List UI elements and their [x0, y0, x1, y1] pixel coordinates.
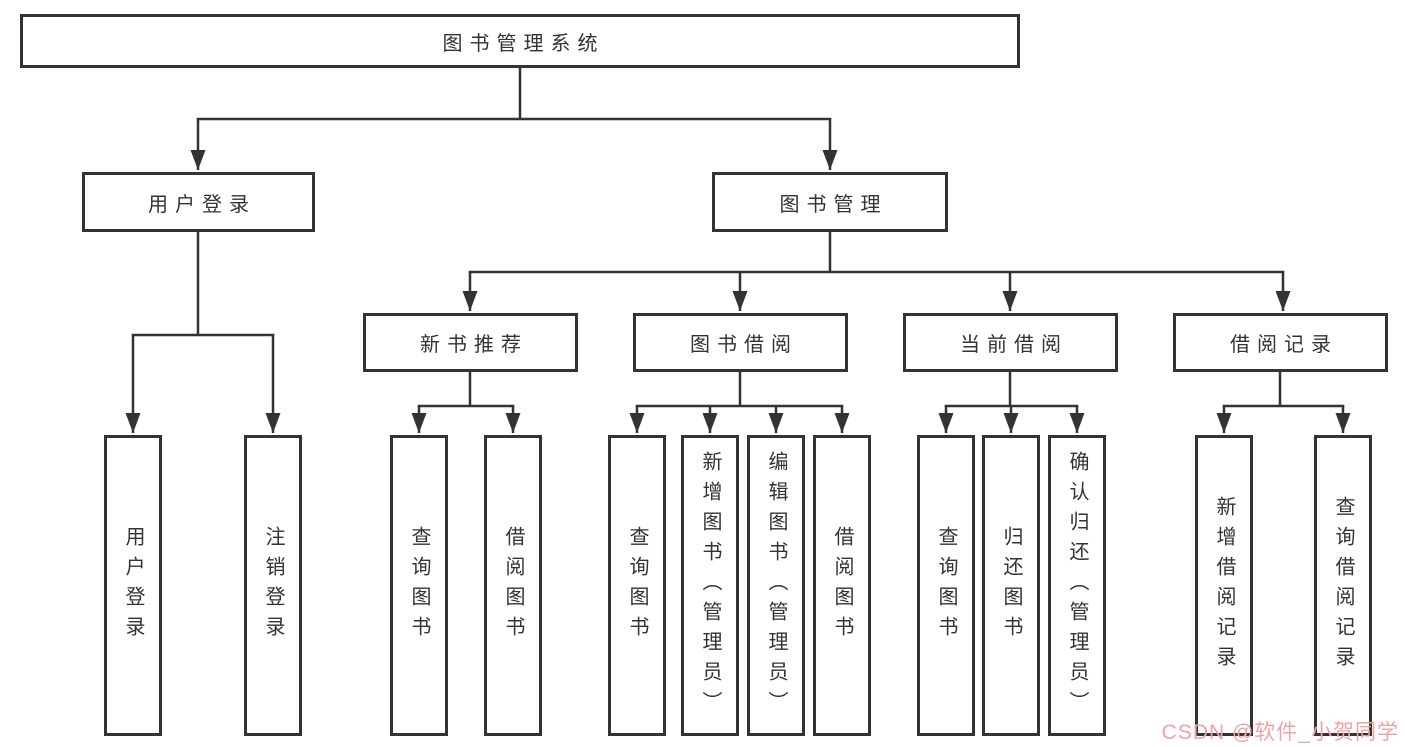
leaf-confirm-return-admin: 确认归还（管理员） [1048, 435, 1106, 736]
node-book-management-label: 图书管理 [779, 193, 888, 216]
leaf-query-borrow-record: 查询借阅记录 [1314, 435, 1372, 736]
leaf-borrow-books-recommend: 借阅图书 [484, 435, 542, 736]
node-book-management: 图书管理 [712, 172, 948, 232]
node-root-system: 图书管理系统 [20, 14, 1020, 68]
node-user-login: 用户登录 [82, 172, 315, 232]
leaf-borrow-books: 借阅图书 [813, 435, 871, 736]
leaf-edit-book-admin: 编辑图书（管理员） [747, 435, 805, 736]
leaf-user-login: 用户登录 [104, 435, 162, 736]
node-book-borrow-label: 图书借阅 [690, 334, 798, 356]
watermark: CSDN @软件_小贺同学 [1161, 721, 1399, 744]
leaf-add-book-admin-label: 新增图书（管理员） [699, 450, 721, 721]
leaf-confirm-return-admin-label: 确认归还（管理员） [1066, 450, 1088, 721]
node-book-borrow: 图书借阅 [633, 313, 848, 372]
leaf-query-books-current-label: 查询图书 [935, 525, 957, 646]
leaf-query-books-recommend-label: 查询图书 [408, 525, 430, 646]
leaf-query-books-current: 查询图书 [917, 435, 975, 736]
node-new-book-recommend-label: 新书推荐 [420, 334, 528, 356]
node-root-label: 图书管理系统 [442, 32, 605, 55]
leaf-add-borrow-record: 新增借阅记录 [1195, 435, 1253, 736]
leaf-add-book-admin: 新增图书（管理员） [681, 435, 739, 736]
leaf-borrow-books-label: 借阅图书 [831, 525, 853, 646]
leaf-query-books-borrow: 查询图书 [608, 435, 666, 736]
leaf-query-books-borrow-label: 查询图书 [626, 525, 648, 646]
node-borrow-records: 借阅记录 [1173, 313, 1388, 372]
leaf-logout: 注销登录 [244, 435, 302, 736]
leaf-edit-book-admin-label: 编辑图书（管理员） [765, 450, 787, 721]
node-current-borrow: 当前借阅 [903, 313, 1118, 372]
leaf-logout-label: 注销登录 [262, 525, 284, 646]
leaf-return-books: 归还图书 [982, 435, 1040, 736]
leaf-user-login-label: 用户登录 [122, 525, 144, 646]
node-user-login-label: 用户登录 [148, 193, 256, 216]
node-new-book-recommend: 新书推荐 [363, 313, 578, 372]
leaf-query-borrow-record-label: 查询借阅记录 [1332, 495, 1354, 676]
leaf-borrow-books-recommend-label: 借阅图书 [502, 525, 524, 646]
leaf-return-books-label: 归还图书 [1000, 525, 1022, 646]
node-borrow-records-label: 借阅记录 [1230, 334, 1338, 356]
leaf-query-books-recommend: 查询图书 [390, 435, 448, 736]
node-current-borrow-label: 当前借阅 [960, 334, 1068, 356]
leaf-add-borrow-record-label: 新增借阅记录 [1213, 495, 1235, 676]
